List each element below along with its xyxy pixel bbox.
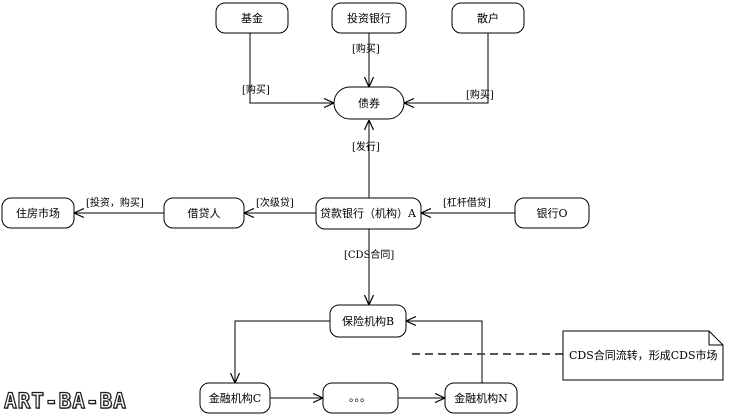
node-retail: 散户 [451, 2, 525, 34]
svg-text:。。。: 。。。 [349, 391, 371, 404]
edge-institution-n-to-insurer [406, 321, 483, 383]
watermark-logo: ART-BA-BA [3, 388, 127, 413]
svg-text:贷款银行（机构）A: 贷款银行（机构）A [320, 206, 417, 220]
node-bank-o: 银行O [514, 197, 590, 229]
svg-text:CDS合同流转，形成CDS市场: CDS合同流转，形成CDS市场 [569, 348, 718, 362]
node-borrower: 借贷人 [163, 197, 245, 229]
svg-text:散户: 散户 [477, 11, 499, 25]
edge-retail-to-bond [404, 33, 489, 103]
svg-text:住房市场: 住房市场 [16, 206, 60, 220]
node-bond: 债券 [333, 86, 405, 120]
svg-text:金融机构N: 金融机构N [454, 391, 508, 405]
edge-label-invest-buy: [投资，购买] [86, 196, 144, 209]
node-ellipsis: 。。。 [322, 382, 399, 414]
node-fund: 基金 [215, 2, 289, 34]
edge-label-retail-buy: [购买] [466, 88, 494, 101]
svg-text:银行O: 银行O [536, 206, 567, 220]
svg-text:投资银行: 投资银行 [347, 11, 391, 25]
svg-text:保险机构B: 保险机构B [342, 314, 394, 328]
node-institution-n: 金融机构N [444, 382, 518, 414]
node-lending-bank: 贷款银行（机构）A [315, 197, 422, 230]
node-insurer-b: 保险机构B [329, 304, 407, 338]
note-cds-market: CDS合同流转，形成CDS市场 [562, 330, 724, 381]
edge-label-leverage-loan: [杠杆借贷] [443, 196, 491, 209]
edge-label-issue: [发行] [352, 140, 380, 153]
node-investment-bank: 投资银行 [331, 2, 407, 34]
edge-insurer-to-institution-c [235, 320, 330, 383]
edges: [购买] [购买] [购买] [发行] [次级贷] [投资，购买] [杠杆借贷]… [74, 33, 515, 398]
svg-text:债券: 债券 [358, 96, 380, 110]
edge-label-subprime: [次级贷] [256, 196, 294, 209]
node-institution-c: 金融机构C [199, 382, 271, 414]
svg-text:借贷人: 借贷人 [188, 206, 221, 220]
edge-label-ib-buy: [购买] [352, 42, 380, 55]
svg-text:金融机构C: 金融机构C [209, 391, 261, 405]
edge-label-cds-contract: [CDS合同] [344, 248, 394, 261]
edge-fund-to-bond [249, 33, 334, 103]
svg-text:基金: 基金 [241, 11, 263, 25]
node-housing-market: 住房市场 [1, 197, 75, 229]
edge-label-fund-buy: [购买] [242, 83, 270, 96]
